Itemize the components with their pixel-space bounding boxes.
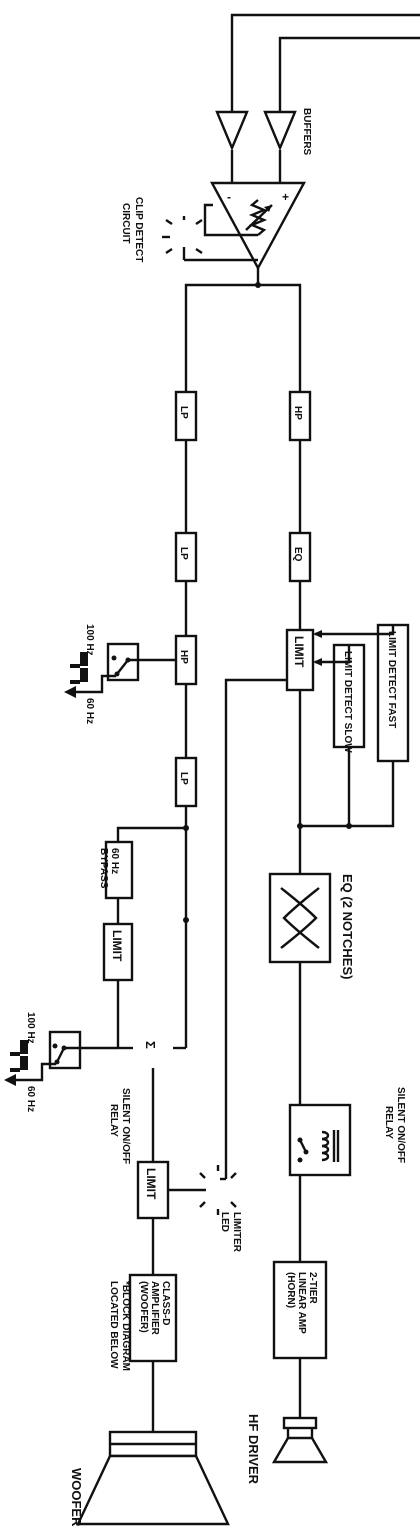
buffer-triangle-icon [215, 110, 249, 152]
limiter-led-icon [199, 1165, 237, 1215]
woofer-speaker-icon [76, 1430, 230, 1526]
classd-label-1: CLASS-D [160, 1281, 171, 1325]
limit-detect-fast: LIMIT DETECT FAST [386, 631, 397, 728]
hz60-label-1: 60 Hz [84, 698, 95, 724]
limit-block-lf1: LIMIT [110, 930, 124, 962]
sum-icon [133, 1028, 173, 1068]
variable-resistor-icon [245, 199, 273, 236]
hz60-label-2: 60 Hz [25, 1086, 36, 1112]
hp-block-lf: HP [178, 650, 189, 664]
opamp-icon [209, 181, 307, 271]
woofer-label: WOOFER [69, 1468, 84, 1527]
eq-block: EQ [292, 547, 303, 562]
hf-amp-label-1: 2-TIER [307, 1272, 318, 1304]
switch-icon [64, 642, 176, 698]
opamp-minus: - [227, 190, 231, 204]
feedback-wire [203, 203, 258, 237]
clip-led-icon [162, 216, 258, 262]
limiter-led-label-1: LIMITER [231, 1212, 242, 1253]
hf-amp-label-3: (HORN) [285, 1272, 296, 1308]
note-label-1: *BLOCK DIAGRAM [120, 1281, 131, 1371]
lp-block-1: LP [178, 406, 189, 419]
hf-relay-label-1: SILENT ON/OFF [395, 1087, 406, 1163]
ground-icon [70, 652, 88, 684]
lf-relay-label-1: SILENT ON/OFF [120, 1088, 131, 1164]
limiter-led-label-2: LED [219, 1212, 230, 1232]
eq-curve-icon [280, 887, 318, 949]
relay-icon [297, 1130, 340, 1163]
clip-detect-label-2: CIRCUIT [120, 203, 131, 244]
sum-symbol: Σ [143, 1041, 158, 1049]
lf-relay-label-2: RELAY [108, 1104, 119, 1137]
classd-label-2: AMPLIFIER [149, 1281, 160, 1336]
note-label-2: LOCATED BELOW [108, 1281, 119, 1369]
bypass-label-2: BYPASS [98, 848, 109, 889]
opamp-plus: + [282, 190, 289, 204]
hf-amp-label-2: LINEAR AMP [296, 1272, 307, 1334]
limit-block-hf: LIMIT [292, 636, 306, 668]
hf-relay-label-2: RELAY [383, 1106, 394, 1139]
lp-block-3: LP [178, 772, 189, 785]
hz100-label-2: 100 Hz [25, 1012, 36, 1044]
bypass-wire [116, 826, 186, 842]
split-wire [184, 283, 302, 320]
ground-icon [10, 1040, 28, 1072]
eq-notches-label: EQ (2 NOTCHES) [340, 874, 355, 979]
limit-led-wire [224, 678, 287, 1179]
hf-driver-icon [271, 1416, 329, 1464]
clip-detect-label-1: CLIP DETECT [133, 197, 144, 262]
lp-block-2: LP [178, 547, 189, 560]
hz100-label-1: 100 Hz [84, 624, 95, 656]
classd-label-3: (WOOFER) [138, 1281, 149, 1333]
buffers-label: BUFFERS [301, 108, 312, 156]
bypass-label-1: 60 Hz [109, 848, 120, 874]
limit-detect-slow: LIMIT DETECT SLOW [342, 651, 353, 753]
switch-icon [4, 1030, 118, 1086]
input-wires [230, 13, 420, 185]
hf-driver-label: HF DRIVER [246, 1414, 261, 1485]
hp-block-hf: HP [292, 406, 303, 420]
buffer-triangle-icon [263, 110, 297, 152]
limit-block-lf2: LIMIT [144, 1168, 158, 1200]
